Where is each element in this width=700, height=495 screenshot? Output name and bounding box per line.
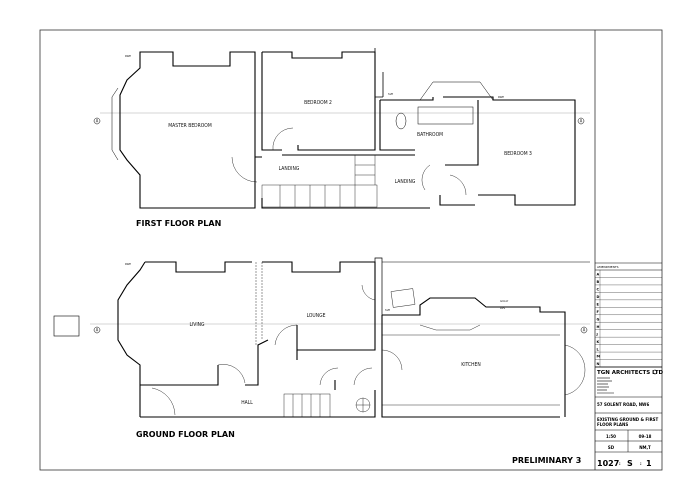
room-label-master-bedroom: MASTER BEDROOM: [168, 123, 212, 129]
amendment-letter: N: [597, 362, 600, 366]
date-value: 09-18: [639, 434, 652, 439]
firm-contact-lines: [597, 377, 614, 394]
separator: :: [619, 461, 621, 466]
section-marker-icons: A A A A: [93, 117, 588, 334]
drawing-title-line-2: FLOOR PLANS: [597, 422, 628, 427]
amendment-letter: K: [597, 340, 600, 344]
room-label-living: LIVING: [189, 322, 205, 328]
job-number: 1027: [597, 459, 619, 468]
hall-walls: [139, 350, 376, 418]
svg-text:A: A: [580, 119, 583, 124]
room-label-lounge: LOUNGE: [307, 313, 326, 319]
tag-gully: GULLY: [500, 299, 509, 303]
amendment-letter: D: [597, 295, 600, 299]
room-label-landing: LANDING: [279, 166, 300, 172]
scale-value: 1:50: [606, 434, 616, 439]
separator: :: [640, 461, 642, 466]
tag-rwp: RWP: [125, 54, 131, 58]
room-label-landing-2: LANDING: [395, 179, 416, 185]
svg-text:A: A: [583, 328, 586, 333]
tag-rwp-ground: RWP: [125, 262, 131, 266]
tag-rwp-2: RWP: [498, 95, 504, 99]
tag-rvs: RVS: [500, 306, 506, 310]
project-address: 57 SOLENT ROAD, NW6: [597, 402, 649, 407]
drawing-number: 1: [646, 459, 652, 468]
room-label-kitchen: KITCHEN: [461, 362, 480, 368]
amendment-letter: G: [597, 317, 600, 321]
sheet-border: [39, 29, 663, 471]
amendment-letter: H: [597, 325, 600, 329]
amendment-letter: B: [597, 280, 600, 284]
room-label-bedroom-2: BEDROOM 2: [304, 100, 332, 106]
svg-text:A: A: [96, 328, 99, 333]
ground-floor-plan-title: GROUND FLOOR PLAN: [136, 430, 235, 439]
status-label: PRELIMINARY 3: [512, 456, 581, 465]
ground-floor-plan: [53, 257, 590, 418]
svg-text:A: A: [96, 119, 99, 124]
bedroom-2-walls: [261, 51, 376, 151]
amendment-letter: M: [597, 355, 601, 359]
amendments-header: AMENDMENTS: [597, 265, 619, 269]
first-floor-plan: [100, 48, 590, 209]
amendment-letter: L: [597, 347, 600, 351]
firm-name: TGN ARCHITECTS LTD: [597, 370, 663, 376]
checked-by-value: NM,T: [639, 445, 651, 450]
master-bedroom-walls: [119, 51, 256, 209]
kitchen-walls: [381, 297, 566, 418]
drawn-by-value: SD: [608, 445, 615, 450]
room-label-bathroom: BATHROOM: [417, 132, 443, 138]
amendment-letter: C: [597, 288, 600, 292]
tag-svp-ground: SVP: [385, 308, 391, 312]
sheet-code: S: [627, 459, 633, 468]
first-floor-plan-title: FIRST FLOOR PLAN: [136, 219, 221, 228]
firm-logo-icon: [652, 369, 658, 375]
amendment-letter: E: [597, 303, 600, 307]
amendment-letter: J: [596, 332, 598, 336]
drawing-title-line-1: EXISTING GROUND & FIRST: [597, 417, 659, 422]
tag-svp: SVP: [388, 92, 394, 96]
amendment-letter: A: [597, 273, 600, 277]
lounge-walls: [262, 261, 376, 351]
room-label-bedroom-3: BEDROOM 3: [504, 151, 532, 157]
landing-walls: [255, 154, 475, 209]
room-label-hall: HALL: [241, 400, 253, 406]
living-walls: [117, 261, 252, 385]
bathroom-walls: [380, 96, 576, 206]
amendment-letter: F: [597, 310, 600, 314]
